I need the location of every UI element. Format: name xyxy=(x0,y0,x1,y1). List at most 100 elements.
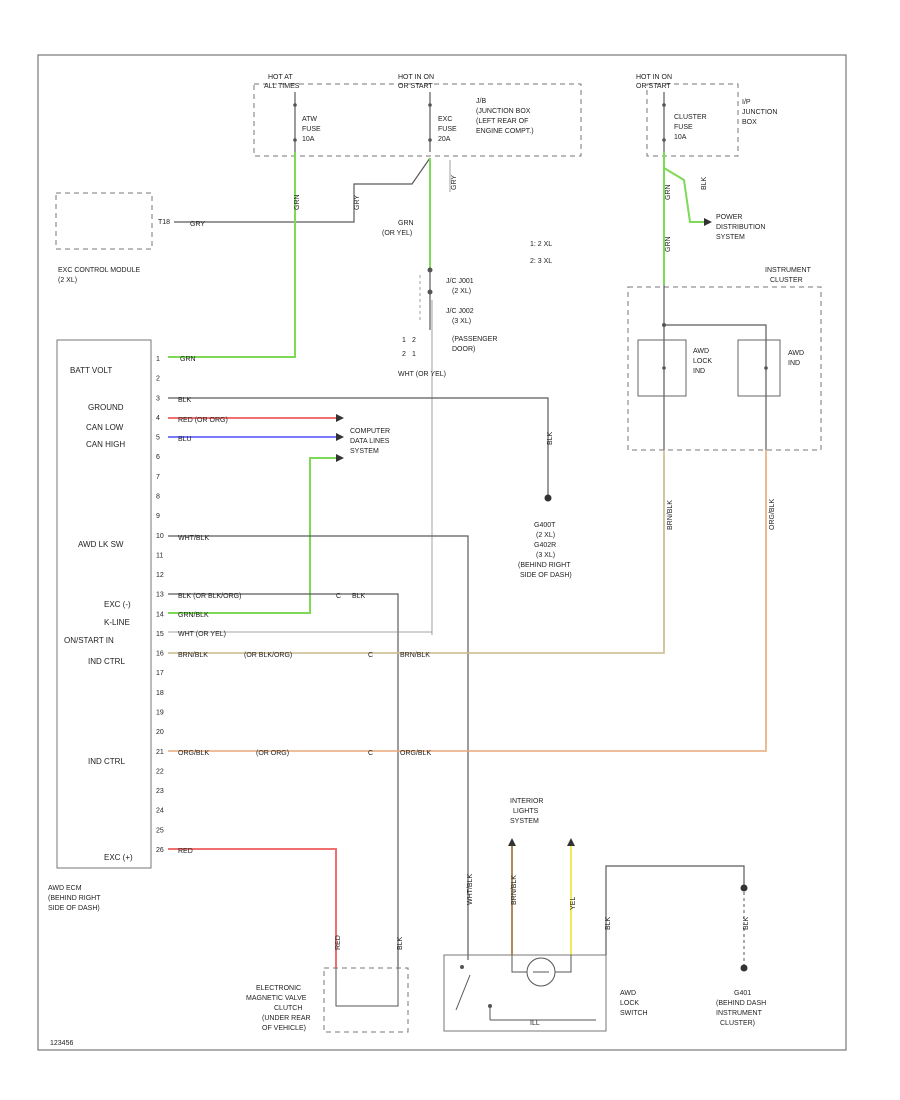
ground-g-4: (3 XL) xyxy=(536,552,555,559)
ecm-pin-number: 12 xyxy=(156,572,164,579)
wire-label-gry: GRY xyxy=(190,221,205,228)
fuse-b-fuse: FUSE xyxy=(438,126,457,133)
ecm-label-ind2: IND CTRL xyxy=(88,757,125,766)
ground-g-5: (BEHIND RIGHT xyxy=(518,562,571,569)
computer-data-1: COMPUTER xyxy=(350,428,390,435)
wire-label-blk-6: BLK xyxy=(605,916,612,930)
ecm-pin-number: 20 xyxy=(156,729,164,736)
int-lights-2: LIGHTS xyxy=(513,808,539,815)
cluster-title-2: CLUSTER xyxy=(770,277,803,284)
ecm-pin-number: 1 xyxy=(156,356,160,363)
int-lights-1: INTERIOR xyxy=(510,798,543,805)
wire-ind-ctrl-2 xyxy=(168,450,767,752)
ecm-pin-number: 23 xyxy=(156,788,164,795)
power-dist-3: SYSTEM xyxy=(716,234,745,241)
magnetic-valve: ELECTRONIC MAGNETIC VALVE CLUTCH (UNDER … xyxy=(246,967,409,1033)
ecm-pin-number: 2 xyxy=(156,376,160,383)
fuse-box-right: HOT IN ON OR START CLUSTER FUSE 10A I/P … xyxy=(636,74,777,157)
ground-g2-4: CLUSTER) xyxy=(720,1020,755,1027)
ecm-label-exc-minus: EXC (-) xyxy=(104,600,131,609)
hot-at-label-1: HOT AT xyxy=(268,74,293,81)
hot-in-r-label-1: HOT IN ON xyxy=(636,74,672,81)
int-lights-3: SYSTEM xyxy=(510,818,539,825)
ground-g401-dot xyxy=(740,964,748,972)
lock-switch-ill: ILL xyxy=(530,1020,540,1027)
wire-batt-grn xyxy=(168,152,296,358)
jc-note-1b: 1 xyxy=(412,351,416,358)
wire-label-wht-blk-2: WHT/BLK xyxy=(467,874,474,905)
jc-label-6: DOOR) xyxy=(452,346,475,353)
jc-note-1: 1 xyxy=(402,337,406,344)
ecm-location-2: (BEHIND RIGHT xyxy=(48,895,101,902)
wire-label-blu: BLU xyxy=(178,436,192,443)
wire-label-blk-3: BLK xyxy=(547,431,554,445)
wire-label-brn-blk-3: BRN/BLK xyxy=(667,500,674,530)
wire-label-or-org: (OR ORG) xyxy=(256,750,289,757)
cluster-title-1: INSTRUMENT xyxy=(765,267,812,274)
ecm-pin-number: 17 xyxy=(156,670,164,677)
jb-location-1: J/B xyxy=(476,98,486,105)
ecm-pin-number: 15 xyxy=(156,631,164,638)
connector-c1: C xyxy=(336,593,341,600)
ip-jb-2: JUNCTION xyxy=(742,109,777,116)
ecm-pin-number: 16 xyxy=(156,651,164,658)
note-1: 1: 2 XL xyxy=(530,241,552,248)
awd-ecm: 1234567891011121314151617181920212223242… xyxy=(48,339,164,912)
arrow-kline xyxy=(336,454,344,462)
ind2-line1: AWD xyxy=(788,350,804,357)
exc-module-variant: (2 XL) xyxy=(58,277,77,284)
valve-4: (UNDER REAR xyxy=(262,1015,311,1022)
wire-label-or-blk: (OR BLK/ORG) xyxy=(244,652,292,659)
ecm-pin-number: 8 xyxy=(156,493,160,500)
ecm-pin-number: 6 xyxy=(156,454,160,461)
hot-in-label-2: OR START xyxy=(398,83,433,90)
fuse-a-fuse: FUSE xyxy=(302,126,321,133)
cluster-fuse-fuse: FUSE xyxy=(674,124,693,131)
computer-data-3: SYSTEM xyxy=(350,448,379,455)
wire-power-dist xyxy=(663,167,704,223)
wire-label-grn-5: GRN xyxy=(665,236,672,252)
interior-lights: INTERIOR LIGHTS SYSTEM BRN/BLK YEL xyxy=(508,798,577,955)
ground-g-2: (2 XL) xyxy=(536,532,555,539)
diagram-frame xyxy=(37,54,847,1051)
ground-g-3: G402R xyxy=(534,542,556,549)
wire-label-yel: YEL xyxy=(570,897,577,910)
ecm-pin-number: 11 xyxy=(156,552,163,559)
exc-control-module: T18 EXC CONTROL MODULE (2 XL) xyxy=(55,192,170,284)
ecm-pin-list: 1234567891011121314151617181920212223242… xyxy=(156,356,164,854)
wire-label-grn-4: GRN xyxy=(665,184,672,200)
ecm-pin-number: 25 xyxy=(156,827,164,834)
ecm-pin-number: 5 xyxy=(156,435,160,442)
hot-in-r-label-2: OR START xyxy=(636,83,671,90)
ecm-pin-number: 7 xyxy=(156,474,160,481)
ground-g-6: SIDE OF DASH) xyxy=(520,572,572,579)
wire-label-grn-2: GRN xyxy=(180,356,196,363)
fuse-a-name: ATW xyxy=(302,116,317,123)
ip-jb-1: I/P xyxy=(742,99,751,106)
wire-label-grn-1: GRN xyxy=(294,194,301,210)
fuse-b-name: EXC xyxy=(438,116,452,123)
wire-label-wht-blk: WHT/BLK xyxy=(178,535,209,542)
ecm-pin-number: 26 xyxy=(156,847,164,854)
ecm-label-ind1: IND CTRL xyxy=(88,657,125,666)
wire-label-brn-blk-4: BRN/BLK xyxy=(511,875,518,905)
ground-g400-dot xyxy=(544,494,552,502)
cluster-fuse-rating: 10A xyxy=(674,134,687,141)
valve-5: OF VEHICLE) xyxy=(262,1025,306,1032)
ecm-label-exc-plus: EXC (+) xyxy=(104,853,133,862)
jb-location-3: (LEFT REAR OF xyxy=(476,118,528,125)
ground-g2-1: G401 xyxy=(734,990,751,997)
fuse-a-rating: 10A xyxy=(302,136,315,143)
ecm-pin-number: 13 xyxy=(156,592,164,599)
jc-label-3: J/C J002 xyxy=(446,308,474,315)
fuse-b-rating: 20A xyxy=(438,136,451,143)
ecm-label-batt: BATT VOLT xyxy=(70,366,112,375)
ecm-pin-number: 9 xyxy=(156,513,160,520)
lock-switch: ILL AWD LOCK SWITCH xyxy=(443,954,648,1032)
note-2: 2: 3 XL xyxy=(530,258,552,265)
connector-c3: C xyxy=(368,750,373,757)
wire-exc-minus xyxy=(168,593,399,968)
wire-ind-ctrl-1 xyxy=(168,450,665,654)
power-dist-1: POWER xyxy=(716,214,742,221)
jb-location-2: (JUNCTION BOX xyxy=(476,108,531,115)
